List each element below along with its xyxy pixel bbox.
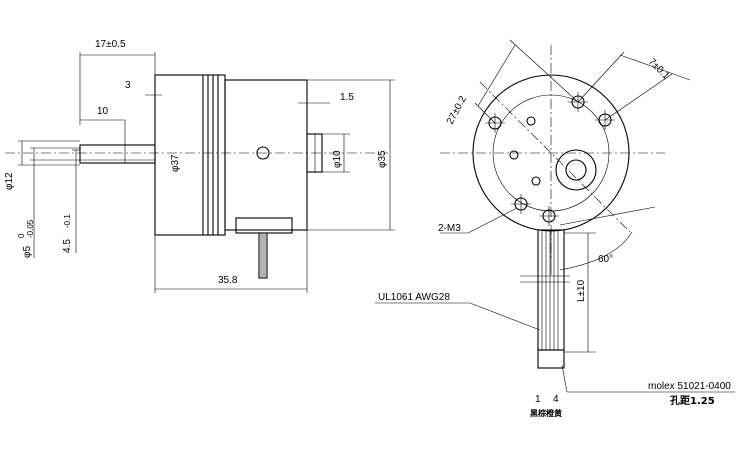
dim-4-5: 4.5 -0.1 bbox=[62, 149, 80, 253]
dim-phi12-label: φ12 bbox=[4, 172, 15, 190]
dim-L10: L±10 bbox=[564, 232, 596, 353]
dim-2m3-label: 2-M3 bbox=[438, 223, 461, 234]
front-mount-hole-5 bbox=[539, 206, 559, 226]
cable-label: UL1061 AWG28 bbox=[378, 292, 450, 303]
dim-17: 17±0.5 bbox=[79, 39, 156, 125]
dim-phi35: φ35 bbox=[307, 79, 395, 231]
dim-phi12: φ12 bbox=[4, 140, 80, 190]
output-shaft bbox=[79, 144, 156, 164]
front-mount-hole-4 bbox=[511, 194, 531, 214]
dim-L10-label: L±10 bbox=[576, 279, 587, 302]
front-output-gear bbox=[555, 149, 597, 191]
dim-2m3: 2-M3 bbox=[438, 207, 518, 234]
dim-phi10-label: φ10 bbox=[332, 150, 343, 168]
side-view: 17±0.5 3 10 φ12 φ5 0 -0.05 bbox=[4, 39, 395, 293]
front-wire-bundle bbox=[520, 229, 570, 351]
dim-phi5-tol-upper: 0 bbox=[17, 233, 26, 238]
cable-callout: UL1061 AWG28 bbox=[375, 292, 541, 331]
front-small-hole-1 bbox=[526, 116, 536, 126]
front-small-hole-2 bbox=[509, 150, 519, 160]
dim-60-label: 60° bbox=[598, 254, 613, 265]
dim-35-8-label: 35.8 bbox=[218, 275, 238, 286]
front-connector bbox=[537, 349, 565, 369]
dim-60: 60° bbox=[550, 206, 656, 275]
dim-4-5-label: 4.5 bbox=[62, 239, 73, 253]
dim-1-5: 1.5 bbox=[298, 92, 354, 104]
dim-phi5: φ5 0 -0.05 bbox=[17, 147, 80, 258]
connector-label: molex 51021-0400 bbox=[648, 381, 731, 392]
rear-boss bbox=[306, 133, 323, 173]
dim-7-label: 7±0.1 bbox=[646, 56, 672, 82]
dim-3: 3 bbox=[125, 80, 162, 96]
dim-10-label: 10 bbox=[97, 106, 109, 117]
dim-3-label: 3 bbox=[125, 80, 131, 91]
motor-body bbox=[224, 79, 308, 231]
dim-27-label: 27±0.2 bbox=[445, 94, 469, 126]
pin-1-label: 1 bbox=[535, 394, 541, 405]
front-small-hole-3 bbox=[531, 176, 541, 186]
dim-phi37-label: φ37 bbox=[170, 154, 181, 172]
dim-phi5-label: φ5 bbox=[22, 246, 33, 258]
gearbox-body bbox=[154, 74, 226, 236]
dim-17-label: 17±0.5 bbox=[95, 39, 126, 50]
dim-10: 10 bbox=[80, 106, 126, 145]
dim-phi35-label: φ35 bbox=[377, 150, 388, 168]
dim-4-5-tol: -0.1 bbox=[63, 214, 72, 228]
dim-phi5-tol-lower: -0.05 bbox=[26, 219, 35, 238]
front-view: 27±0.2 7±0.1 2-M3 bbox=[375, 39, 735, 418]
side-terminal bbox=[235, 217, 293, 279]
wire-colors-label: 黑棕橙黄 bbox=[530, 408, 562, 418]
dim-phi10: φ10 bbox=[322, 133, 350, 173]
pin-4-label: 4 bbox=[553, 394, 559, 405]
pitch-label: 孔距1.25 bbox=[670, 394, 715, 407]
dim-1-5-label: 1.5 bbox=[340, 92, 354, 103]
dim-7: 7±0.1 bbox=[577, 51, 691, 121]
connector-callout: molex 51021-0400 孔距1.25 bbox=[561, 364, 735, 407]
front-center-diagonal bbox=[479, 81, 631, 233]
front-pitch-circle bbox=[492, 94, 610, 212]
dim-35-8: 35.8 bbox=[154, 230, 308, 293]
